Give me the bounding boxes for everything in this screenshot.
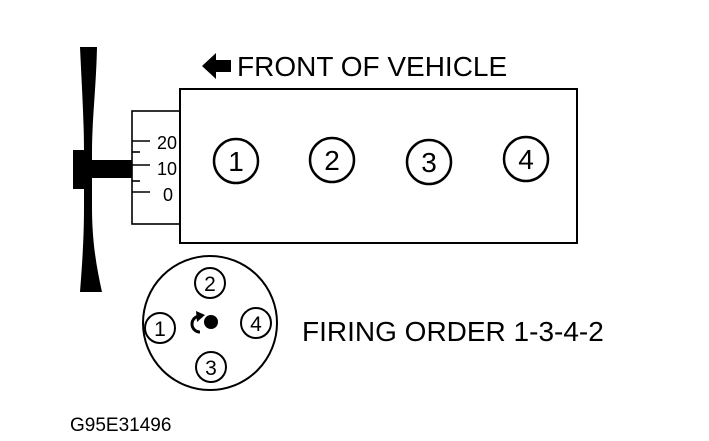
firing-order-label: FIRING ORDER 1-3-4-2 [302, 316, 604, 347]
front-arrow-icon [202, 53, 231, 79]
terminal-number: 2 [204, 273, 216, 296]
cylinder-3: 3 [405, 138, 453, 186]
terminal-number: 3 [205, 357, 217, 380]
crank-shaft [92, 160, 132, 178]
cylinder-2: 2 [308, 136, 356, 184]
distributor-terminal-left: 1 [144, 312, 176, 344]
cylinder-number: 4 [518, 144, 534, 175]
cylinder-4: 4 [502, 135, 550, 183]
rotation-arrow-head [196, 311, 205, 322]
cylinder-number: 2 [324, 145, 340, 176]
cylinder-1: 1 [212, 137, 260, 185]
distributor-terminal-top: 2 [194, 267, 226, 299]
cylinder-number: 3 [421, 147, 437, 178]
timing-mark-20: 20 [157, 133, 177, 153]
timing-mark-0: 0 [163, 185, 173, 205]
distributor-terminal-bottom: 3 [195, 351, 227, 383]
crank-hub [73, 150, 92, 189]
front-of-vehicle-label: FRONT OF VEHICLE [237, 51, 507, 82]
distributor-center-icon [204, 315, 218, 329]
figure-code: G95E31496 [70, 415, 171, 436]
cylinder-number: 1 [228, 146, 244, 177]
distributor-terminal-right: 4 [240, 307, 272, 339]
terminal-number: 4 [250, 313, 262, 336]
terminal-number: 1 [154, 318, 166, 341]
timing-mark-10: 10 [157, 159, 177, 179]
